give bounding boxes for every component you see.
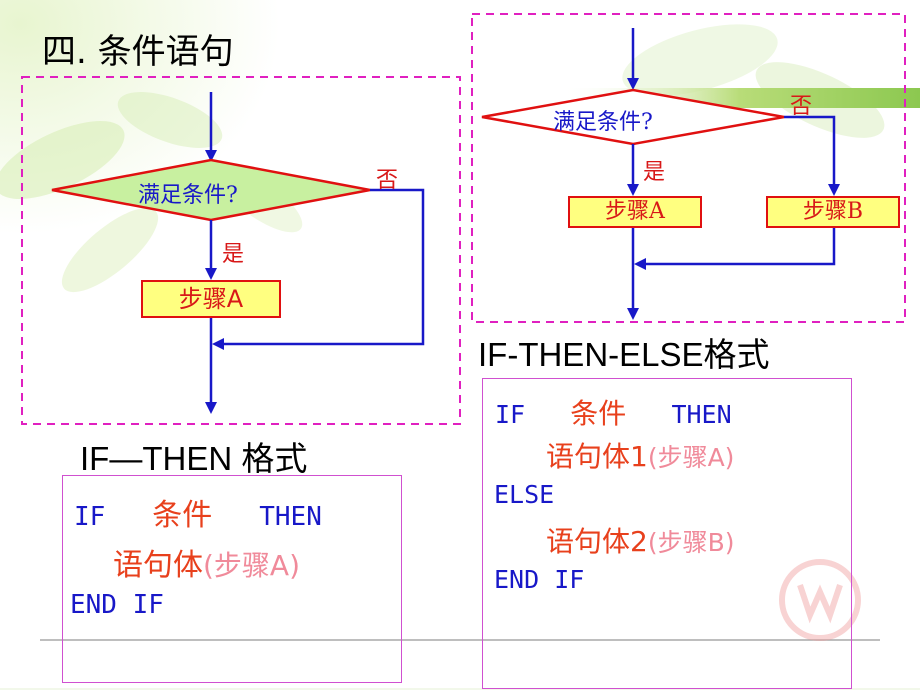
code-step-b-note: (步骤B) bbox=[647, 528, 735, 557]
right-dashed-frame bbox=[471, 13, 906, 323]
right-code-line-4: 语句体2(步骤B) bbox=[546, 520, 735, 560]
right-code-line-5: END IF bbox=[494, 565, 585, 594]
left-step-a-box: 步骤A bbox=[141, 280, 281, 318]
right-yes-label: 是 bbox=[643, 160, 666, 185]
right-no-label: 否 bbox=[790, 94, 813, 119]
code-keyword-if: IF bbox=[74, 502, 106, 532]
code-keyword-then: THEN bbox=[671, 400, 732, 429]
right-step-a-box: 步骤A bbox=[568, 196, 702, 228]
page-title: 四. 条件语句 bbox=[42, 32, 234, 72]
right-no-branch-line bbox=[784, 115, 836, 190]
left-code-line-3: END IF bbox=[70, 590, 164, 620]
right-condition-label: 满足条件? bbox=[553, 110, 653, 135]
right-code-line-1: IF 条件 THEN bbox=[495, 392, 732, 432]
watermark-logo bbox=[779, 559, 861, 641]
left-yes-label: 是 bbox=[222, 242, 245, 267]
right-step-b-box: 步骤B bbox=[766, 196, 900, 228]
right-merge-line bbox=[644, 228, 836, 266]
left-no-branch-line bbox=[222, 188, 425, 346]
left-no-label: 否 bbox=[376, 168, 399, 193]
code-keyword-if: IF bbox=[495, 400, 526, 429]
right-caption: IF-THEN-ELSE格式 bbox=[478, 336, 770, 373]
left-condition-label: 满足条件? bbox=[138, 183, 238, 208]
left-code-line-2: 语句体(步骤A) bbox=[113, 540, 300, 584]
code-statement-body-2: 语句体2 bbox=[546, 525, 648, 558]
code-keyword-then: THEN bbox=[259, 502, 322, 532]
right-code-line-2: 语句体1(步骤A) bbox=[546, 435, 734, 475]
code-statement-body: 语句体 bbox=[113, 548, 203, 583]
code-step-a-note: (步骤A) bbox=[647, 443, 735, 472]
right-code-box bbox=[482, 378, 852, 689]
left-code-line-1: IF 条件 THEN bbox=[74, 490, 322, 534]
left-caption: IF—THEN 格式 bbox=[80, 440, 308, 477]
left-code-box bbox=[62, 475, 402, 683]
code-condition: 条件 bbox=[570, 397, 627, 430]
code-statement-body-1: 语句体1 bbox=[546, 440, 648, 473]
right-code-line-3: ELSE bbox=[494, 480, 555, 509]
code-condition: 条件 bbox=[152, 498, 213, 533]
code-step-note: (步骤A) bbox=[203, 549, 301, 582]
